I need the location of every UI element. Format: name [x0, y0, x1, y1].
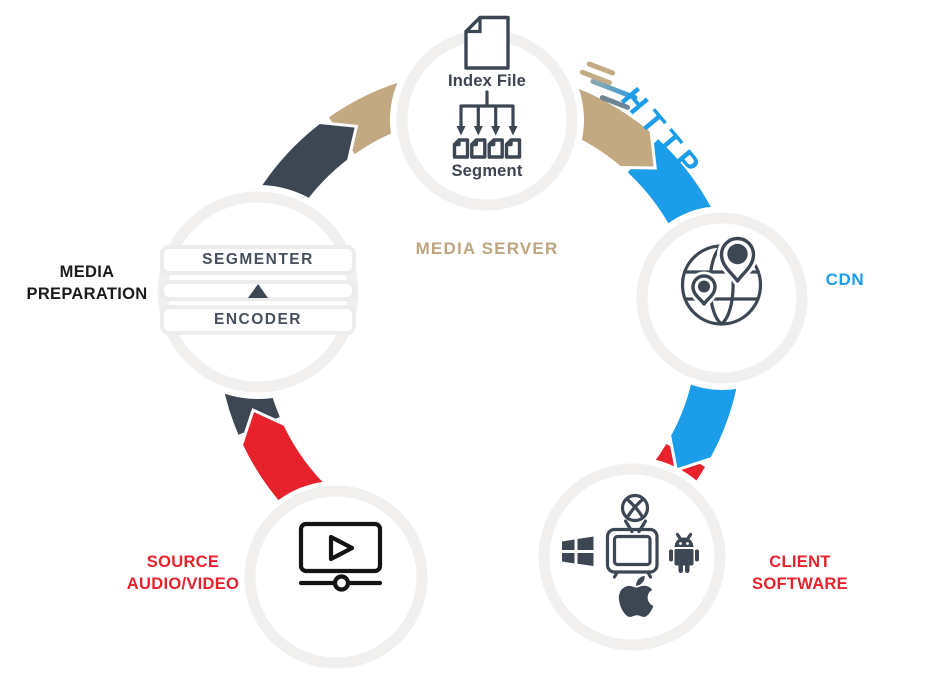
- encoder-to-segmenter-bar: [160, 280, 356, 301]
- windows-icon: [562, 536, 594, 566]
- encoder-label: ENCODER: [213, 311, 302, 328]
- client-software-label: CLIENT SOFTWARE: [752, 553, 848, 593]
- segment-label: Segment: [451, 162, 523, 180]
- client-circle: [538, 463, 726, 651]
- media-preparation-label: MEDIA PREPARATION: [26, 263, 148, 303]
- encoder-up-triangle-icon: [248, 283, 268, 298]
- index-file-label: Index File: [447, 72, 527, 90]
- media-server-label: MEDIA SERVER: [415, 239, 559, 258]
- encoder-bar: ENCODER: [160, 305, 356, 335]
- map-pin-large-icon: [717, 234, 758, 286]
- segmenter-label: SEGMENTER: [202, 251, 314, 268]
- segment-files-icon: [452, 138, 522, 159]
- segmenter-bar: SEGMENTER: [160, 245, 356, 275]
- map-pin-icon: [688, 271, 720, 309]
- video-player-icon: [298, 521, 383, 592]
- document-icon: [464, 15, 510, 70]
- xbox-icon: [620, 493, 650, 523]
- apple-icon: [618, 575, 654, 617]
- source-audio-video-label: SOURCE AUDIO/VIDEO: [126, 553, 240, 593]
- android-icon: [669, 532, 699, 573]
- cdn-label: CDN: [825, 270, 865, 289]
- flow-tree-icon: [456, 90, 518, 136]
- tv-icon: [605, 519, 659, 579]
